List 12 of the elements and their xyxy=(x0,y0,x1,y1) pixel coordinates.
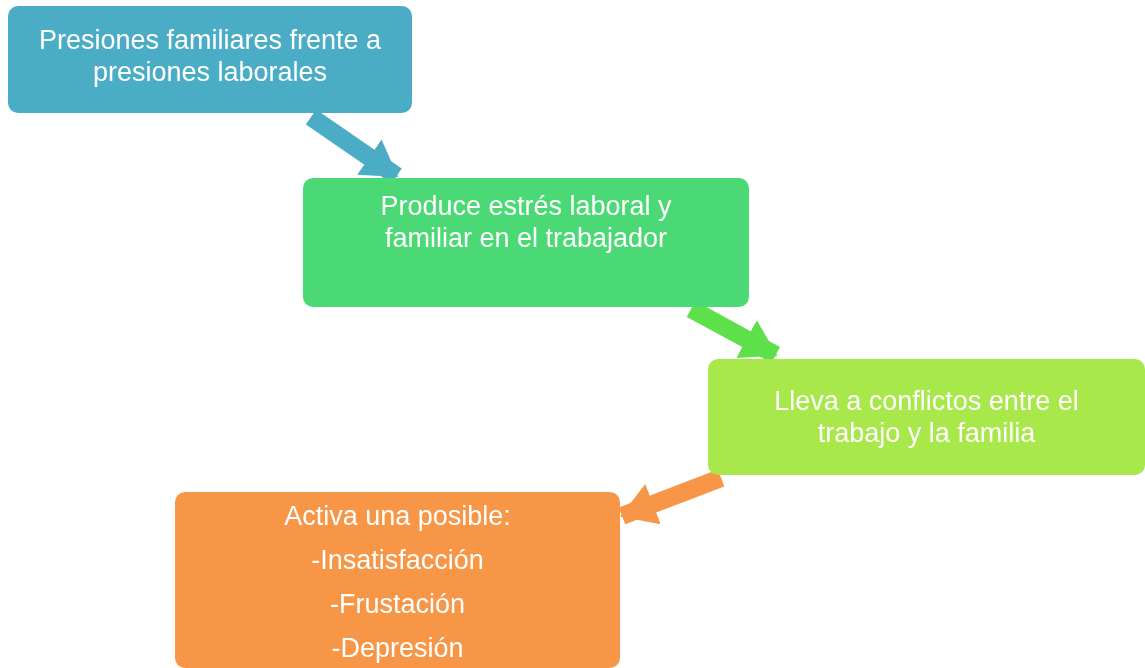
block-arrow xyxy=(618,469,725,525)
process-box xyxy=(175,492,620,668)
box-text: Lleva a conflictos entre el trabajo y la familia xyxy=(773,385,1080,449)
box-text: Presiones familiares frente a presiones laborales xyxy=(37,23,383,88)
box-text: Activa una posible: xyxy=(284,500,511,533)
process-box xyxy=(303,178,749,307)
box-text: -Depresión xyxy=(331,632,464,665)
box-text: Produce estrés laboral y familiar en el trabajador xyxy=(379,190,673,254)
process-box xyxy=(8,6,412,113)
box-text: -Frustación xyxy=(329,588,465,621)
box-text: -Insatisfacción xyxy=(311,544,484,577)
process-box xyxy=(708,359,1145,475)
